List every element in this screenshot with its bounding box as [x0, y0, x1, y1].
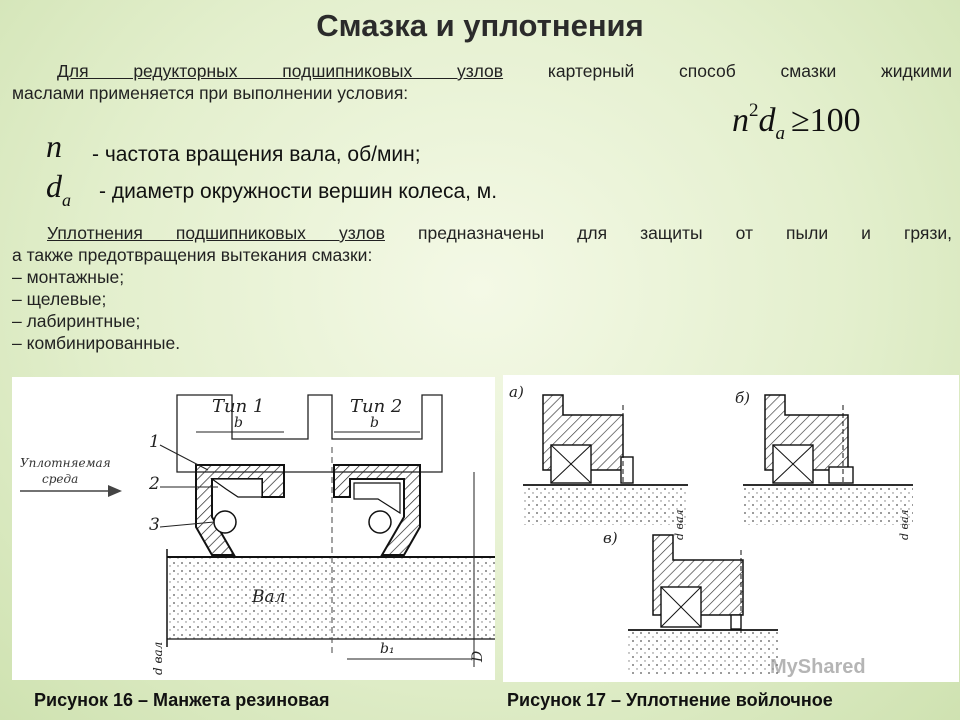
- symbol-n-letter: n: [46, 128, 62, 164]
- variant-a-label: а): [509, 383, 524, 401]
- figure-17-drawing: а) d вал б) d вал в): [509, 383, 913, 675]
- paragraph-line-2: маслами применяется при выполнении услов…: [12, 83, 409, 103]
- formula-n: n: [732, 102, 749, 139]
- underlined-term: Для редукторных подшипниковых узлов: [57, 61, 504, 81]
- variant-b-d-shaft: d вал: [898, 509, 911, 540]
- shaft-body: [167, 557, 495, 639]
- sealed-medium-label-2: среда: [42, 472, 78, 486]
- dim-b1: b₁: [380, 641, 395, 657]
- formula-ge: ≥: [791, 102, 810, 139]
- variant-a-d-shaft: d вал: [673, 509, 686, 540]
- symbol-da: da: [46, 168, 71, 211]
- formula-exponent: 2: [749, 100, 759, 121]
- definition-da: - диаметр окружности вершин колеса, м.: [99, 180, 498, 203]
- callout-3: 3: [149, 515, 160, 535]
- dim-d-shaft: d вал: [151, 642, 165, 675]
- paragraph-lubrication: Для редукторных подшипниковых узлов карт…: [12, 60, 952, 104]
- callout-1: 1: [149, 432, 160, 452]
- sealed-medium-label-1: Уплотняемая: [20, 456, 111, 470]
- callout-2: 2: [148, 474, 160, 494]
- dim-D: D: [470, 651, 486, 663]
- paragraph-line-2: а также предотвращения вытекания смазки:: [12, 245, 373, 265]
- figure-17-caption: Рисунок 17 – Уплотнение войлочное: [507, 690, 833, 710]
- formula-d: d: [758, 102, 776, 139]
- variant-b-label: б): [735, 389, 750, 407]
- symbol-d-letter: d: [46, 168, 62, 204]
- figure-16-drawing: Вал Тип 1 Тип 2 b b 1 2 3 Уплотняемая ср…: [20, 394, 495, 675]
- type-1-label: Тип 1: [212, 396, 264, 417]
- watermark-logo: MyShared: [770, 656, 866, 678]
- variant-v-label: в): [603, 529, 618, 547]
- symbol-d-subscript: a: [62, 190, 71, 210]
- paragraph-text: картерный способ смазки жидкими: [503, 61, 952, 81]
- figure-16-rubber-cuff: Вал Тип 1 Тип 2 b b 1 2 3 Уплотняемая ср…: [12, 377, 495, 680]
- figure-16-caption: Рисунок 16 – Манжета резиновая: [34, 690, 330, 710]
- figure-17-felt-seal: а) d вал б) d вал в): [503, 375, 959, 682]
- slide-title: Смазка и уплотнения: [316, 8, 644, 43]
- definition-n: - частота вращения вала, об/мин;: [92, 143, 421, 166]
- paragraph-seals: Уплотнения подшипниковых узлов предназна…: [12, 222, 952, 354]
- formula-subscript: a: [775, 123, 786, 144]
- list-item: – монтажные;: [12, 267, 125, 287]
- dim-b-2: b: [370, 415, 379, 431]
- paragraph-line-1: Уплотнения подшипниковых узлов предназна…: [12, 222, 952, 244]
- underlined-term: Уплотнения подшипниковых узлов: [47, 223, 385, 243]
- condition-formula: n2da≥100: [732, 100, 861, 145]
- paragraph-text: предназначены для защиты от пыли и грязи…: [384, 223, 952, 243]
- shaft-label: Вал: [251, 587, 285, 607]
- list-item: – комбинированные.: [12, 333, 181, 353]
- dim-b-1: b: [234, 415, 243, 431]
- type-2-label: Тип 2: [350, 396, 402, 417]
- symbol-n: n: [46, 128, 62, 165]
- list-item: – лабиринтные;: [12, 311, 141, 331]
- formula-value: 100: [809, 102, 861, 139]
- list-item: – щелевые;: [12, 289, 107, 309]
- paragraph-line-1: Для редукторных подшипниковых узлов карт…: [12, 60, 952, 82]
